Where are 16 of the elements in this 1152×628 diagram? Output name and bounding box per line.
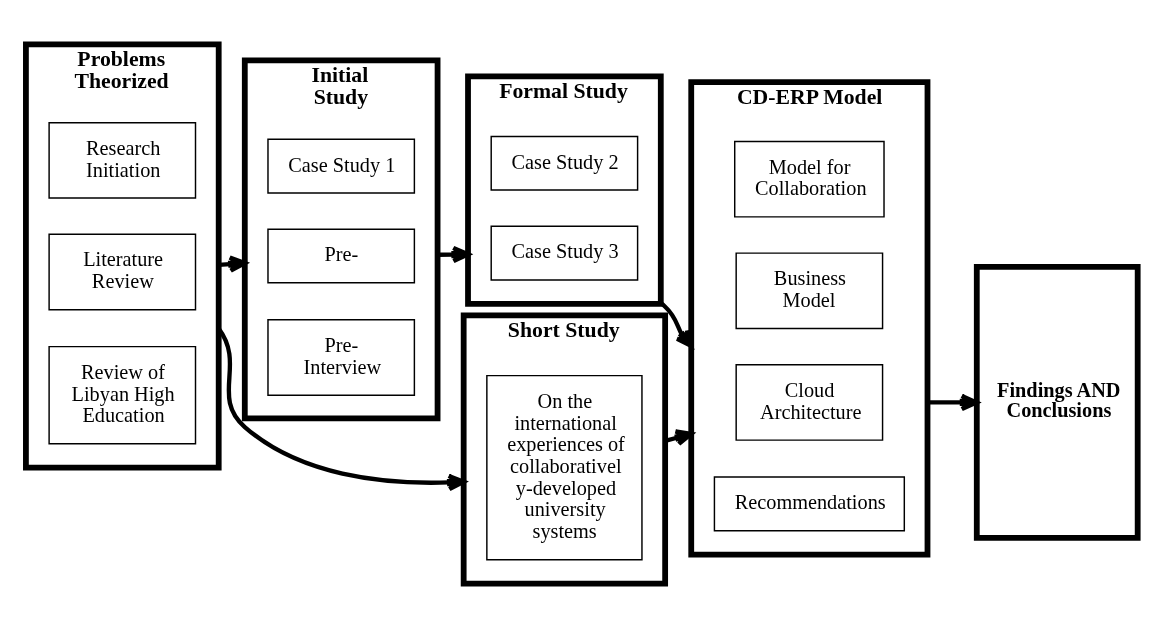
arrow [927,393,979,412]
node-box: Research Initiation [48,121,197,199]
node-box: Pre- Interview [267,319,416,396]
node-box: Cloud Architecture [735,364,884,441]
node-box: Case Study 3 [490,225,639,281]
node-box: Case Study 1 [267,138,416,194]
node-box: Recommendations [713,476,906,532]
node-box: Pre- [267,228,416,284]
node-box: Business Model [735,252,884,330]
arrow [659,301,694,349]
node-box: Review of Libyan High Education [48,345,197,445]
node-box: Literature Review [48,233,197,311]
node-box: On the international experiences of collaborativel y-developed university systems [486,374,643,561]
node-box: Case Study 2 [490,135,639,191]
node-box: Findings AND Conclusions [973,264,1141,541]
node-box: Model for Collaboration [734,140,885,218]
